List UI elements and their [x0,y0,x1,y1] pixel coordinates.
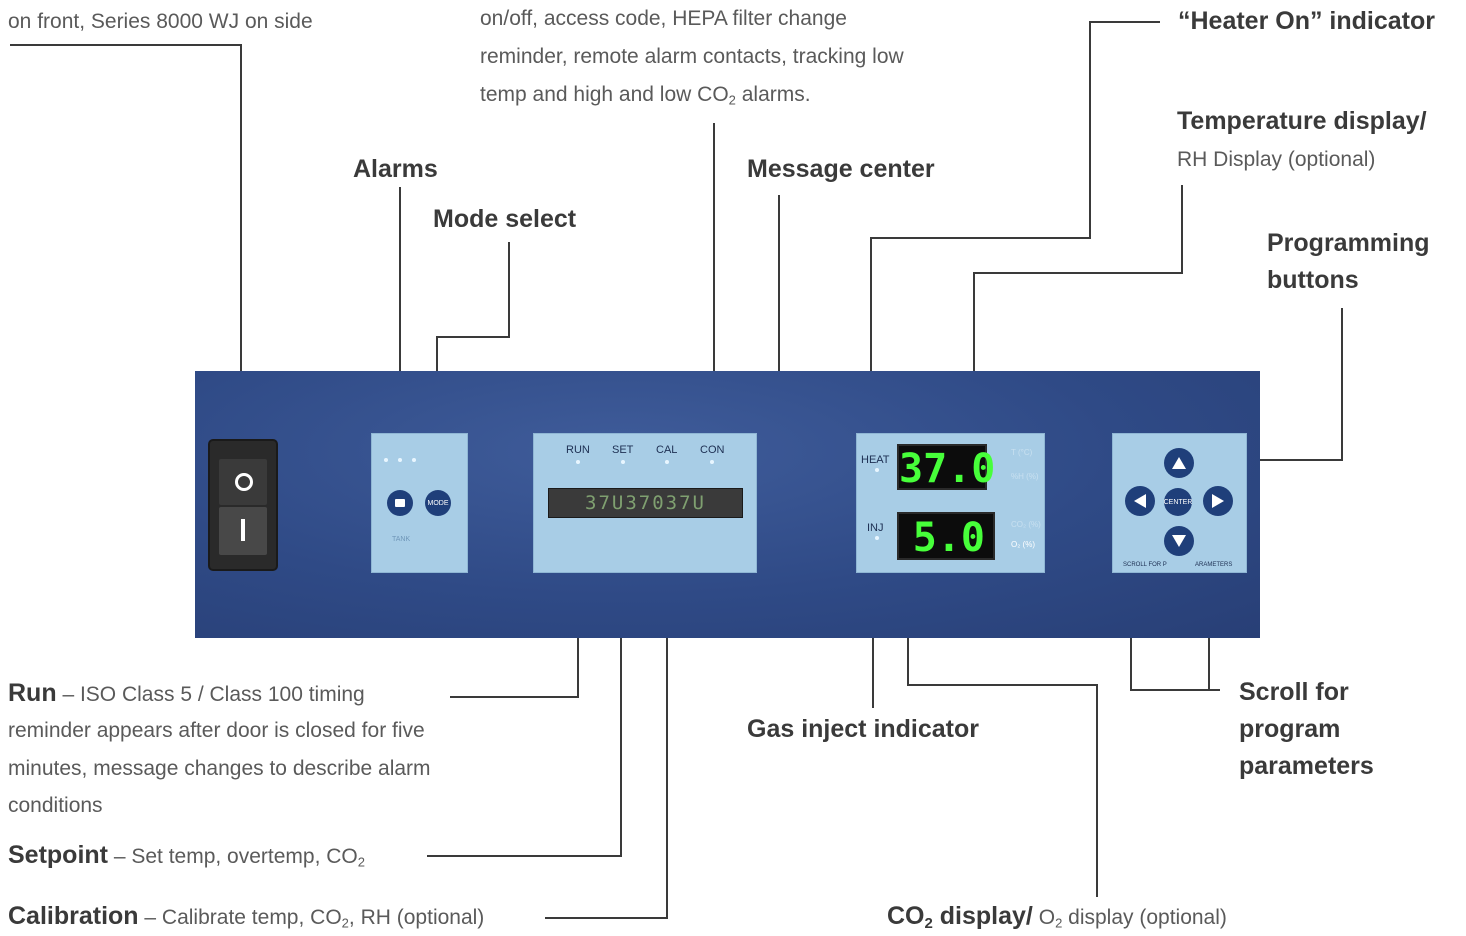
setpoint-title: Setpoint [8,841,108,869]
display-subpanel: HEAT 37.0 T (°C) %H (%) INJ 5.0 CO₂ (%) … [856,433,1045,573]
right-arrow-button[interactable] [1203,486,1233,516]
inj-label: INJ [867,522,884,534]
mode-select-label: Mode select [433,205,577,233]
alarm-features-line-1: on/off, access code, HEPA filter change [480,7,847,30]
message-center-label: Message center [747,155,935,183]
run-description-line-2: reminder appears after door is closed fo… [8,719,425,742]
scroll-label-3: parameters [1239,752,1374,780]
set-led [621,460,625,464]
calibration-text-2: , RH (optional) [348,906,485,929]
run-text-1: – ISO Class 5 / Class 100 timing [56,683,365,706]
on-symbol-icon [241,519,245,541]
calibration-text-1: – Calibrate temp, CO [138,906,342,929]
down-arrow-button[interactable] [1164,526,1194,556]
left-arrow-button[interactable] [1125,486,1155,516]
gas-inject-label: Gas inject indicator [747,715,980,743]
tank-label: TANK [392,536,411,543]
alarm-features-line-3: temp and high and low CO2 alarms. [480,76,811,113]
alarms-label: Alarms [353,155,438,183]
mode-button[interactable]: MODE [425,490,451,516]
calibration-title: Calibration [8,902,139,930]
temp-units-2: %H (%) [1011,472,1039,481]
arrow-up-icon [1172,457,1186,469]
arrow-down-icon [1172,535,1186,547]
arrow-right-icon [1212,494,1224,508]
con-led [710,460,714,464]
alarm-silence-button[interactable] [387,490,413,516]
temp-units-1: T (°C) [1011,448,1033,457]
programming-subpanel: CENTER SCROLL FOR P ARAMETERS [1112,433,1247,573]
run-description-line-4: conditions [8,794,103,817]
co2-display-description: CO2 display/ O2 display (optional) [887,898,1227,936]
alarm-led [384,458,388,462]
led-label-set: SET [612,444,634,456]
setpoint-text: – Set temp, overtemp, CO [108,845,358,868]
run-description-line-3: minutes, message changes to describe ala… [8,757,431,780]
programming-label-1: Programming [1267,229,1430,257]
center-button[interactable]: CENTER [1164,488,1192,516]
alarm-led [412,458,416,462]
alarm-features-line-3-text: temp and high and low CO [480,83,729,106]
alarm-mode-subpanel: MODE TANK [371,433,468,573]
calibration-co2-subscript: 2 [341,915,349,931]
speaker-icon [395,499,405,507]
power-switch-note: on front, Series 8000 WJ on side [8,10,313,33]
leader-power-switch [10,44,242,468]
alarm-led [398,458,402,462]
led-label-con: CON [700,444,725,456]
scroll-label-2: program [1239,715,1341,743]
scroll-label-1: Scroll for [1239,678,1349,706]
alarm-features-line-3-tail: alarms. [735,83,811,106]
co2-title: CO [887,902,925,930]
heat-led [875,468,879,472]
rocker-off-half [219,507,267,555]
rocker-on-half [219,459,267,505]
off-symbol-icon [235,473,253,491]
co2-subscript: 2 [728,92,736,108]
o2-text-tail: display (optional) [1062,906,1227,929]
led-label-cal: CAL [656,444,678,456]
setpoint-description: Setpoint – Set temp, overtemp, CO2 [8,837,365,875]
temperature-display: 37.0 [897,444,996,492]
led-label-run: RUN [566,444,590,456]
co2-title-tail: display/ [932,902,1033,930]
co2-display: 5.0 [897,512,995,561]
alarm-features-line-2: reminder, remote alarm contacts, trackin… [480,45,904,68]
power-switch[interactable] [210,441,276,569]
calibration-description: Calibration – Calibrate temp, CO2, RH (o… [8,898,484,936]
scroll-label-right: ARAMETERS [1195,562,1233,568]
setpoint-co2-subscript: 2 [357,854,366,870]
run-description-line-1: Run – ISO Class 5 / Class 100 timing [8,675,365,713]
co2-units-2: O₂ (%) [1011,540,1035,549]
co2-title-subscript: 2 [924,914,933,932]
o2-subscript: 2 [1055,915,1063,931]
scroll-label-left: SCROLL FOR P [1123,562,1167,568]
co2-units-1: CO₂ (%) [1011,520,1041,529]
temperature-display-title: Temperature display/ [1177,107,1427,135]
run-title: Run [8,679,57,707]
arrow-left-icon [1134,494,1146,508]
run-led [576,460,580,464]
message-display: 37U37037U [548,488,743,518]
cal-led [665,460,669,464]
up-arrow-button[interactable] [1164,448,1194,478]
leader-temperature-display [973,185,1183,445]
message-center-subpanel: RUN SET CAL CON 37U37037U [533,433,757,573]
programming-label-2: buttons [1267,266,1359,294]
heater-on-label: “Heater On” indicator [1178,7,1435,35]
leader-calibration [545,510,668,919]
temperature-display-subtitle: RH Display (optional) [1177,148,1376,171]
inj-led [875,536,879,540]
heat-label: HEAT [861,454,890,466]
o2-text: O [1032,906,1056,929]
leader-heater-on [870,21,1160,458]
